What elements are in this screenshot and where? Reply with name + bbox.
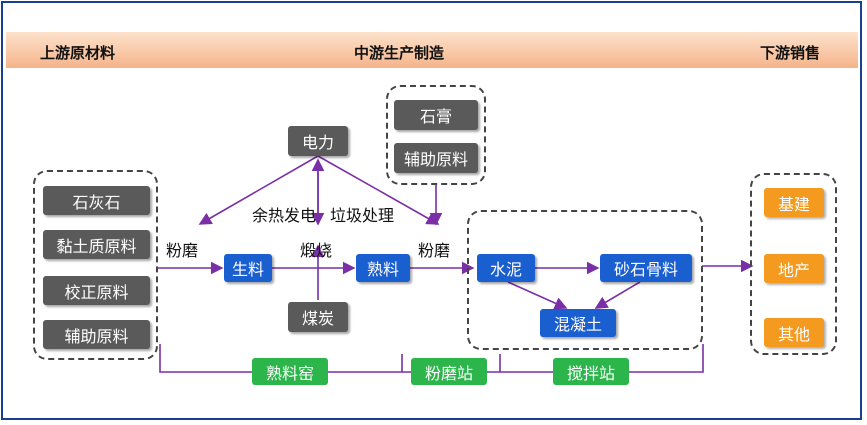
power-box: 电力	[288, 126, 348, 156]
grind-label-2: 粉磨	[418, 241, 451, 260]
concrete-box: 混凝土	[540, 309, 616, 337]
station-kiln: 熟料窑	[252, 358, 328, 385]
coal-box: 煤炭	[288, 302, 348, 332]
downstream-title: 下游销售	[760, 45, 821, 62]
waste-heat-label: 余热发电	[252, 206, 317, 225]
cement-box: 水泥	[477, 254, 535, 282]
station-grinding: 粉磨站	[411, 358, 487, 385]
clinker-box: 熟料	[356, 254, 410, 282]
additive-item: 辅助原料	[394, 143, 478, 173]
raw-material-item: 辅助原料	[43, 320, 150, 349]
station-mixing: 搅拌站	[553, 358, 629, 385]
downstream-item: 基建	[764, 188, 824, 217]
waste-treatment-label: 垃圾处理	[330, 206, 395, 225]
upstream-title: 上游原材料	[40, 45, 116, 62]
calcine-label: 煅烧	[300, 241, 333, 260]
additive-item: 石膏	[394, 100, 478, 130]
raw-materials-group	[33, 170, 158, 360]
arrow-power-to-grind2	[317, 155, 440, 225]
midstream-title: 中游生产制造	[354, 45, 445, 62]
arrow-cement-to-concrete	[507, 281, 568, 310]
raw-material-item: 黏土质原料	[43, 230, 150, 259]
downstream-item: 其他	[764, 318, 824, 347]
arrow-aggregate-to-concrete	[594, 281, 641, 309]
grind-label-1: 粉磨	[166, 241, 199, 260]
raw-material-item: 石灰石	[43, 186, 150, 215]
downstream-item: 地产	[764, 254, 824, 283]
products-group	[467, 210, 703, 350]
stage-banner	[6, 32, 858, 68]
raw-material-item: 校正原料	[43, 276, 150, 305]
raw-meal-box: 生料	[224, 254, 272, 282]
downstream-group	[750, 173, 837, 355]
arrow-power-to-grind1	[198, 155, 319, 225]
additives-group	[386, 85, 486, 185]
outer-frame	[1, 1, 862, 420]
aggregate-box: 砂石骨料	[600, 254, 692, 282]
